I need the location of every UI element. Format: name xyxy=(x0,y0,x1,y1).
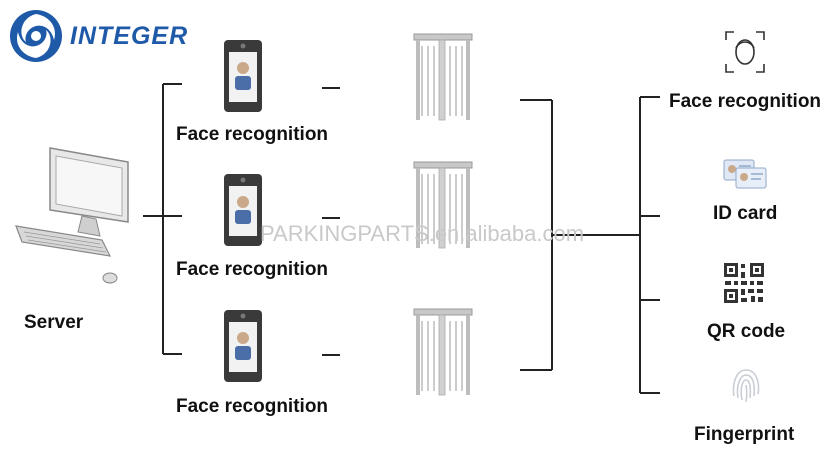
id-card-icon xyxy=(723,159,767,189)
method-label-id-card: ID card xyxy=(713,203,778,224)
method-label-qr-code: QR code xyxy=(707,321,786,342)
method-id-card xyxy=(722,158,768,195)
method-label-fingerprint: Fingerprint xyxy=(694,424,795,445)
brand-logo xyxy=(8,8,64,69)
turnstile-2 xyxy=(412,158,474,255)
watermark-text: PARKINGPARTS.en.alibaba.com xyxy=(260,221,585,246)
face-terminal-1 xyxy=(222,38,264,119)
device-label-1: Face recognition xyxy=(176,124,329,145)
face-terminal-icon xyxy=(224,40,262,112)
method-fingerprint xyxy=(728,364,764,411)
face-scan-icon xyxy=(725,31,765,73)
server-device xyxy=(10,140,145,295)
device-label-3: Face recognition xyxy=(176,396,329,417)
method-qr-code xyxy=(723,262,765,309)
face-terminal-icon xyxy=(224,310,262,382)
face-terminal-icon xyxy=(224,174,262,246)
full-height-turnstile-icon xyxy=(413,308,473,396)
qr-code-icon xyxy=(724,263,764,303)
turnstile-3 xyxy=(412,305,474,402)
face-terminal-3 xyxy=(222,308,264,389)
device-label-2: Face recognition xyxy=(176,259,329,280)
method-face xyxy=(724,30,766,79)
face-terminal-2 xyxy=(222,172,264,253)
fingerprint-icon xyxy=(732,369,760,403)
full-height-turnstile-icon xyxy=(413,161,473,249)
brand-name: INTEGER xyxy=(70,22,189,50)
turnstile-1 xyxy=(412,30,474,127)
method-label-face: Face recognition xyxy=(669,91,822,112)
server-label: Server xyxy=(24,312,84,333)
full-height-turnstile-icon xyxy=(413,33,473,121)
swirl-logo-icon xyxy=(10,10,62,62)
desktop-computer-icon xyxy=(15,147,129,284)
